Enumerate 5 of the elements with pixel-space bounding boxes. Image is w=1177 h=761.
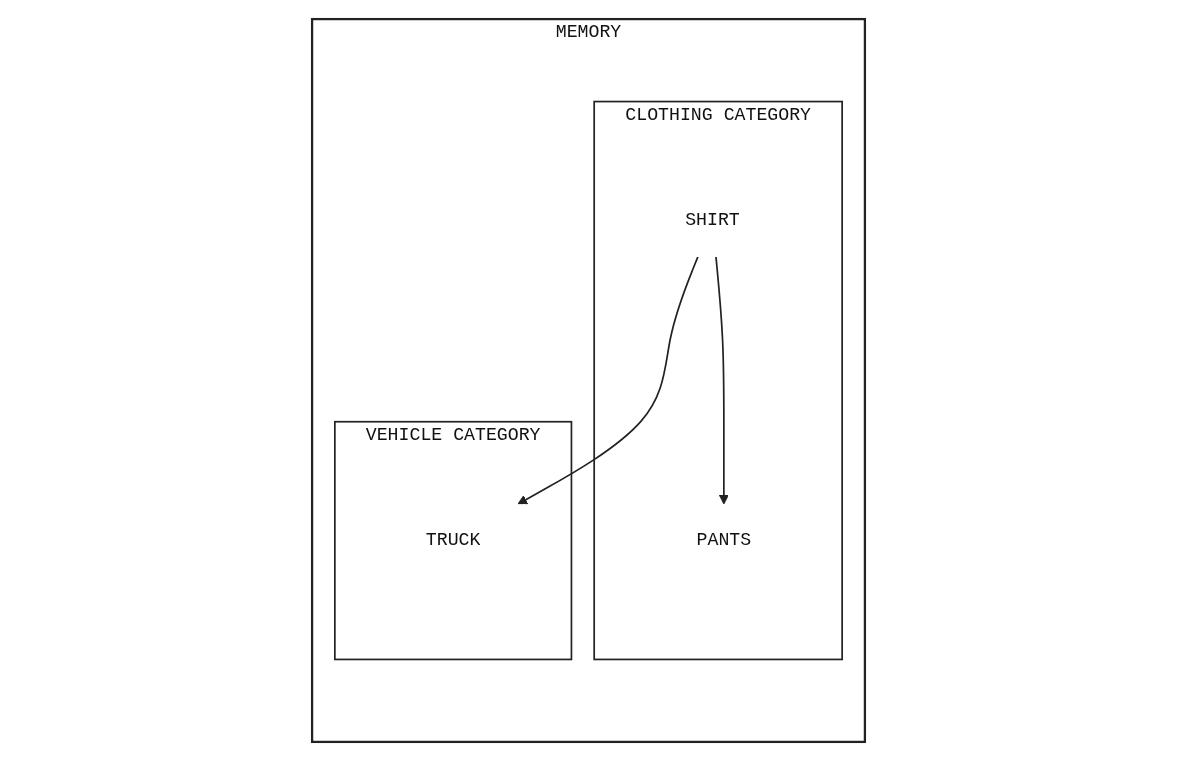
node-text: TRUCK [425, 530, 481, 551]
node-text: PANTS [696, 530, 752, 551]
node-text: SHIRT [685, 210, 740, 231]
arrow [517, 255, 699, 505]
arrow [715, 255, 729, 505]
